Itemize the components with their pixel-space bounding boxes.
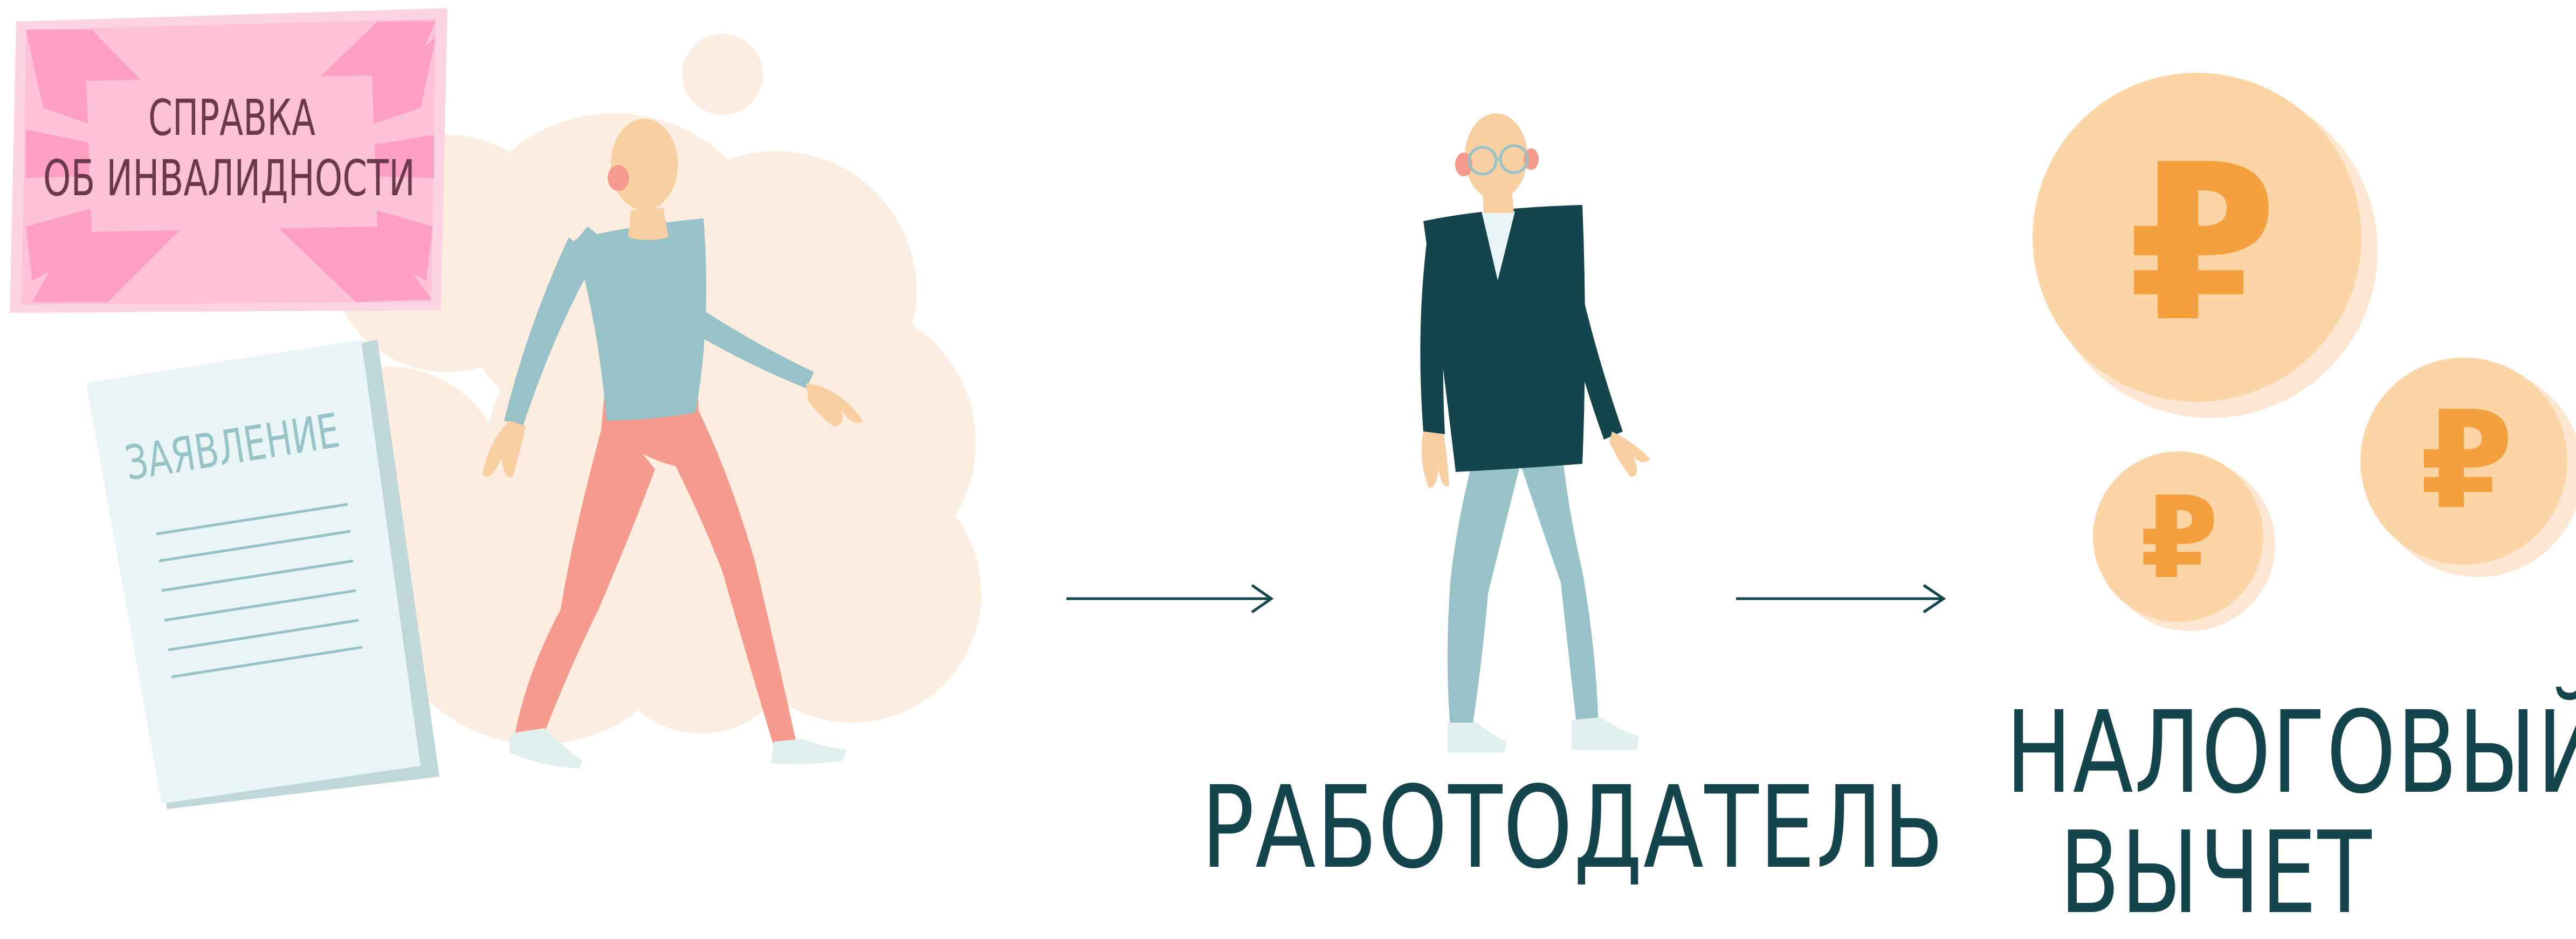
- arrow-to-employer: [1066, 585, 1271, 612]
- application-document: [86, 340, 439, 809]
- employer-label: РАБОТОДАТЕЛЬ: [1201, 771, 1697, 885]
- tax-deduction-label: НАЛОГОВЫЙ ВЫЧЕТ: [2006, 693, 2426, 933]
- tax-deduction-label-line2: ВЫЧЕТ: [2006, 813, 2426, 934]
- employer-figure: [1420, 113, 1650, 752]
- arrow-to-deduction: [1736, 585, 1944, 612]
- certificate-title-line2: ОБ ИНВАЛИДНОСТИ: [43, 149, 415, 207]
- ruble-symbol-medium: ₽: [2420, 382, 2513, 539]
- ruble-symbol-small: ₽: [2140, 472, 2219, 604]
- ruble-symbol-large: ₽: [2127, 119, 2277, 369]
- diagram: СПРАВКА ОБ ИНВАЛИДНОСТИ ЗАЯВЛЕНИЕ: [0, 0, 2576, 907]
- tax-deduction-label-line1: НАЛОГОВЫЙ: [2006, 693, 2426, 813]
- certificate-title-line1: СПРАВКА: [148, 89, 315, 147]
